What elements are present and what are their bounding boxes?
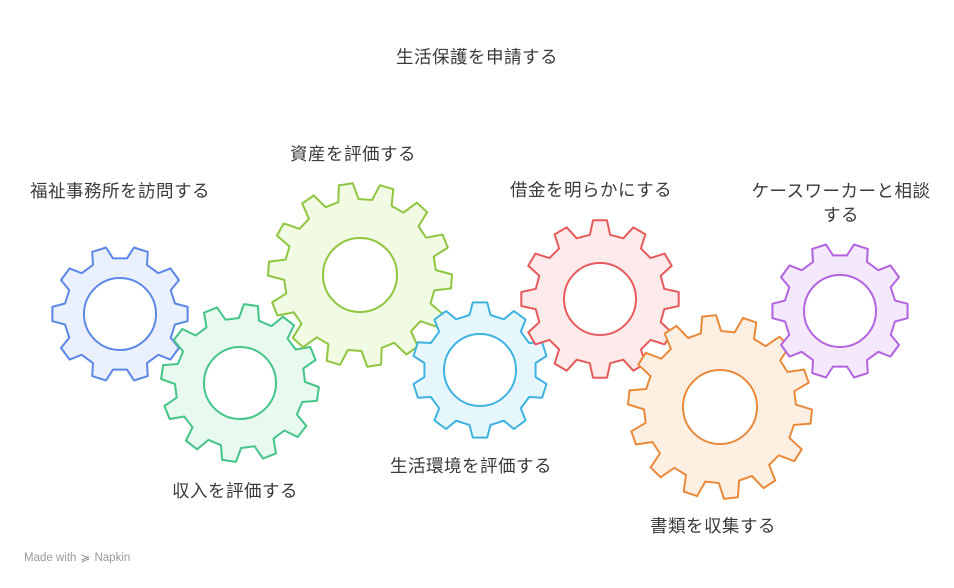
gear-hole	[443, 333, 517, 407]
gear-visit-welfare-office	[51, 246, 189, 382]
gear-hole	[563, 262, 637, 336]
napkin-logo-icon: ≽	[80, 551, 91, 565]
brand-name: Napkin	[94, 552, 131, 564]
step-label-evaluate-income: 収入を評価する	[172, 482, 298, 502]
gear-collect-documents	[627, 314, 813, 500]
gear-clarify-debts	[520, 219, 680, 379]
gear-evaluate-income	[160, 303, 320, 463]
step-label-visit-welfare-office: 福祉事務所を訪問する	[30, 182, 210, 202]
napkin-brand: Made with ≽ Napkin	[24, 551, 130, 565]
step-label-evaluate-living-environment: 生活環境を評価する	[390, 457, 552, 477]
made-with-text: Made with	[24, 552, 77, 564]
step-label-evaluate-assets: 資産を評価する	[290, 145, 416, 165]
gear-evaluate-living-environment	[412, 301, 548, 439]
diagram-title: 生活保護を申請する	[396, 48, 558, 68]
step-label-consult-caseworker: ケースワーカーと相談する	[751, 182, 931, 226]
gear-hole	[682, 369, 758, 445]
gear-consult-caseworker	[771, 243, 909, 379]
step-label-clarify-debts: 借金を明らかにする	[510, 181, 673, 201]
gear-evaluate-assets	[267, 182, 453, 368]
gear-hole	[322, 237, 398, 313]
gear-hole	[203, 346, 277, 420]
gear-hole	[803, 274, 877, 348]
gear-hole	[83, 277, 157, 351]
step-label-collect-documents: 書類を収集する	[650, 517, 776, 537]
